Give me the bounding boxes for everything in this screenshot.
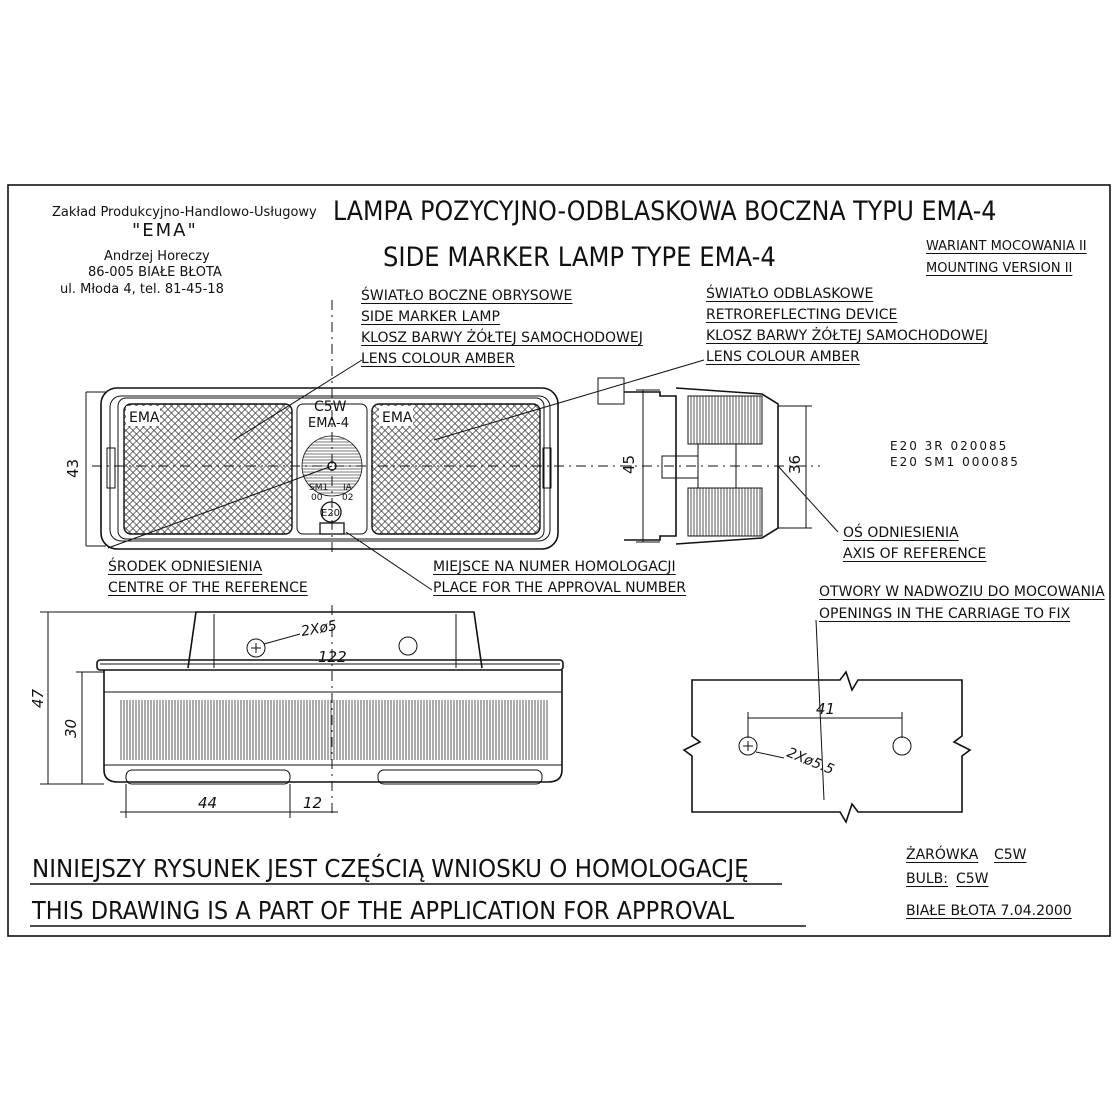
- company-line-3: Andrzej Horeczy: [104, 249, 210, 264]
- company-line-5: ul. Młoda 4, tel. 81-45-18: [60, 282, 224, 297]
- left-reflector: [123, 403, 293, 535]
- openings-view: 41 2Xø5.5: [682, 619, 972, 824]
- place-date: BIAŁE BŁOTA 7.04.2000: [906, 903, 1072, 919]
- dim-30: 30: [62, 719, 80, 738]
- variant-en: MOUNTING VERSION II: [926, 261, 1073, 276]
- retro-line-2: RETROREFLECTING DEVICE: [706, 307, 898, 323]
- side-marker-line-1: ŚWIATŁO BOCZNE OBRYSOWE: [361, 288, 573, 304]
- bulb-en-value: C5W: [956, 871, 989, 887]
- dim-2x-o5: 2Xø5: [300, 618, 338, 640]
- type-ema4-label: EMA-4: [308, 416, 349, 431]
- opening-hole-right: [892, 736, 912, 756]
- ema-left-label: EMA: [129, 410, 160, 426]
- axis-line-2: AXIS OF REFERENCE: [843, 546, 987, 562]
- code-ia-02: 02: [342, 493, 353, 503]
- mount-hole-right: [398, 636, 418, 656]
- openings-line-1: OTWORY W NADWOZIU DO MOCOWANIA: [819, 584, 1105, 600]
- company-line-1: Zakład Produkcyjno-Handlowo-Usługowy: [52, 205, 317, 220]
- dim-43: 43: [64, 459, 82, 478]
- side-marker-line-4: LENS COLOUR AMBER: [361, 351, 515, 367]
- bottom-view: 2Xø5 122 47 30 44 12: [29, 605, 564, 818]
- centre-line-2: CENTRE OF THE REFERENCE: [108, 580, 308, 596]
- company-line-4: 86-005 BIAŁE BŁOTA: [88, 265, 222, 280]
- retro-line-3: KLOSZ BARWY ŻÓŁTEJ SAMOCHODOWEJ: [706, 328, 988, 344]
- ema-right-label: EMA: [382, 410, 413, 426]
- dim-44: 44: [198, 794, 217, 812]
- mount-hole-left: [246, 638, 266, 658]
- e-mark-circle: [320, 501, 342, 523]
- side-marker-line-3: KLOSZ BARWY ŻÓŁTEJ SAMOCHODOWEJ: [361, 330, 643, 346]
- dim-122: 122: [318, 648, 347, 666]
- dim-45: 45: [620, 455, 638, 474]
- code-sm1-00: 00: [311, 493, 323, 503]
- openings-line-2: OPENINGS IN THE CARRIAGE TO FIX: [819, 606, 1071, 622]
- dim-41: 41: [816, 700, 835, 718]
- bulb-pl-value: C5W: [994, 847, 1027, 863]
- drawing-frame: [7, 184, 1111, 937]
- axis-line-1: OŚ ODNIESIENIA: [843, 525, 959, 541]
- title-en: SIDE MARKER LAMP TYPE EMA-4: [383, 242, 776, 273]
- bulb-en-label: BULB:: [906, 871, 948, 887]
- e-mark-label: E20: [321, 508, 340, 519]
- company-line-2: "EMA": [132, 220, 198, 241]
- variant-pl: WARIANT MOCOWANIA II: [926, 239, 1087, 254]
- lamp-lens-frame: [117, 397, 545, 540]
- dim-12: 12: [303, 794, 322, 812]
- lamp-outer-body: [100, 387, 559, 550]
- dim-36: 36: [786, 455, 804, 474]
- retro-line-1: ŚWIATŁO ODBLASKOWE: [706, 286, 874, 302]
- retro-line-4: LENS COLOUR AMBER: [706, 349, 860, 365]
- approval-place-line-2: PLACE FOR THE APPROVAL NUMBER: [433, 580, 687, 596]
- lamp-inner-body: [109, 395, 551, 542]
- title-pl: LAMPA POZYCYJNO-ODBLASKOWA BOCZNA TYPU E…: [333, 196, 997, 227]
- right-reflector: [371, 403, 541, 535]
- leader-lines: [107, 359, 839, 591]
- approval-number-2: E20 SM1 000085: [890, 455, 1020, 469]
- footer-pl: NINIEJSZY RYSUNEK JEST CZĘŚCIĄ WNIOSKU O…: [32, 854, 749, 883]
- bulb-pl-label: ŻARÓWKA: [906, 847, 979, 863]
- side-view: 45 36 E20 3R 020085 E20 SM1 000085: [597, 377, 1020, 545]
- dim-47: 47: [29, 688, 47, 708]
- footer-en: THIS DRAWING IS A PART OF THE APPLICATIO…: [32, 896, 735, 925]
- approval-place-line-1: MIEJSCE NA NUMER HOMOLOGACJI: [433, 559, 676, 575]
- approval-number-1: E20 3R 020085: [890, 439, 1008, 453]
- code-ia: IA: [343, 483, 353, 493]
- centre-line-1: ŚRODEK ODNIESIENIA: [108, 559, 263, 575]
- dim-2x-o5-5: 2Xø5.5: [785, 745, 837, 778]
- side-marker-line-2: SIDE MARKER LAMP: [361, 309, 500, 325]
- code-sm1: SM1: [309, 483, 328, 493]
- bulb-c5w-label: C5W: [314, 399, 347, 415]
